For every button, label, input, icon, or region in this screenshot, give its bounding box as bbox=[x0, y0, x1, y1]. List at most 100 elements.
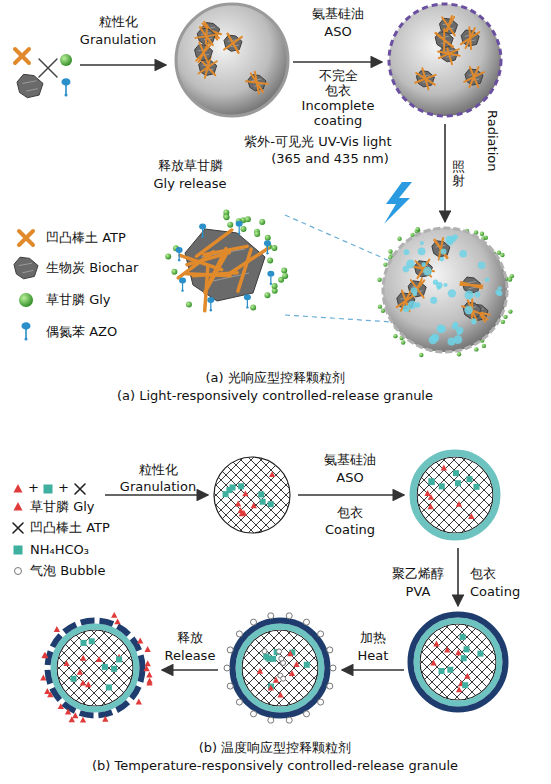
mesh-line bbox=[81, 630, 157, 706]
mesh-line bbox=[81, 630, 157, 706]
nh4hco3-square bbox=[304, 662, 310, 668]
nh4hco3-square bbox=[44, 485, 53, 494]
atp-rod bbox=[435, 240, 447, 258]
gly-sphere bbox=[250, 304, 256, 310]
gly-sphere bbox=[474, 347, 478, 351]
coating-ring bbox=[54, 627, 137, 710]
gly-triangle bbox=[424, 490, 430, 496]
mesh-line bbox=[341, 457, 417, 533]
azo-tail bbox=[178, 259, 180, 261]
azo-tail bbox=[238, 233, 240, 235]
step-label: 照射 bbox=[452, 160, 465, 189]
legend-text: 草甘膦 Gly bbox=[46, 292, 111, 307]
bubble bbox=[227, 647, 233, 653]
coating-ring bbox=[413, 453, 497, 537]
atp-mesh bbox=[341, 457, 551, 533]
legend-text: 凹凸棒土 ATP bbox=[30, 520, 110, 535]
mesh-line bbox=[266, 630, 342, 706]
gly-triangle bbox=[111, 612, 117, 618]
gly-sphere bbox=[265, 235, 271, 241]
gly-triangle bbox=[14, 502, 23, 511]
gly-sphere bbox=[224, 214, 230, 220]
gly-sphere bbox=[281, 267, 287, 273]
step-label: 粒性化 bbox=[139, 462, 178, 477]
mesh-line bbox=[218, 457, 294, 533]
atp-rod bbox=[466, 28, 475, 48]
nh4hco3-square bbox=[461, 655, 467, 661]
gly-sphere bbox=[457, 352, 461, 356]
bubble bbox=[251, 619, 257, 625]
gly-sphere bbox=[227, 222, 233, 228]
coating-ring bbox=[417, 621, 500, 704]
step-label: 氨基硅油 bbox=[312, 6, 364, 21]
coating-ring bbox=[48, 621, 143, 716]
gly-triangle bbox=[14, 484, 23, 493]
bubble bbox=[327, 647, 333, 653]
mesh-line bbox=[218, 457, 294, 533]
gly-triangle bbox=[293, 661, 299, 667]
granule-body bbox=[389, 4, 501, 116]
mesh-line bbox=[441, 457, 517, 533]
caption: (b) Temperature-responsively controlled-… bbox=[92, 758, 458, 773]
atp-rod bbox=[469, 67, 478, 87]
process-arrow bbox=[444, 124, 446, 222]
azo-released bbox=[433, 280, 438, 285]
nh4hco3-square bbox=[260, 499, 266, 505]
legend-text: 草甘膦 Gly bbox=[30, 499, 95, 514]
legend-text: 生物炭 Biochar bbox=[46, 260, 138, 275]
mesh-line bbox=[216, 630, 292, 706]
mesh-line bbox=[138, 457, 214, 533]
atp-rod bbox=[460, 284, 482, 287]
atp-mesh bbox=[166, 630, 392, 706]
azo-released bbox=[411, 287, 418, 294]
mesh-line bbox=[394, 624, 470, 700]
nh4hco3-square bbox=[71, 676, 77, 682]
nh4hco3-square bbox=[477, 651, 483, 657]
step-label: PVA bbox=[406, 584, 431, 599]
step-label: ASO bbox=[336, 470, 363, 485]
mesh-line bbox=[266, 630, 342, 706]
process-arrow bbox=[298, 494, 404, 496]
mesh-line bbox=[216, 630, 292, 706]
gly-triangle bbox=[251, 502, 257, 508]
atp-rod bbox=[205, 254, 226, 292]
azo-released bbox=[474, 292, 480, 298]
light-label: (365 and 435 nm) bbox=[271, 151, 389, 166]
gly-sphere bbox=[240, 226, 246, 232]
granule-body bbox=[176, 4, 288, 116]
biochar-icon bbox=[14, 257, 38, 279]
gly-sphere bbox=[500, 253, 504, 257]
release-label: 释放草甘膦 bbox=[158, 158, 223, 173]
biochar-icon bbox=[414, 261, 432, 277]
azo-tail bbox=[266, 252, 268, 254]
azo-head bbox=[199, 224, 206, 230]
gly-triangle bbox=[277, 692, 283, 698]
step-label: 释放 bbox=[177, 630, 203, 645]
granule bbox=[389, 4, 501, 116]
bubble bbox=[304, 619, 310, 625]
atp-rod bbox=[469, 27, 471, 49]
gly-triangle bbox=[464, 673, 470, 679]
granule-outline bbox=[420, 624, 496, 700]
azo-released bbox=[437, 286, 441, 290]
bubble bbox=[318, 699, 324, 705]
bubble bbox=[281, 660, 286, 665]
nh4hco3-square bbox=[89, 638, 95, 644]
gly-triangle bbox=[114, 618, 120, 624]
mesh-line bbox=[0, 630, 57, 706]
zoom-leader bbox=[285, 315, 392, 322]
mesh-line bbox=[178, 457, 254, 533]
azo-released bbox=[465, 290, 474, 299]
plus-sign: + bbox=[28, 480, 39, 495]
gly-sphere bbox=[378, 304, 382, 308]
azo-released bbox=[423, 267, 432, 276]
mesh-line bbox=[444, 624, 520, 700]
azo-released bbox=[447, 337, 455, 345]
gly-triangle bbox=[268, 684, 274, 690]
mesh-line bbox=[208, 457, 284, 533]
mesh-line bbox=[228, 457, 304, 533]
bubble bbox=[236, 699, 242, 705]
mesh-line bbox=[371, 457, 447, 533]
atp-icon bbox=[13, 523, 23, 533]
atp-mesh bbox=[0, 630, 207, 706]
